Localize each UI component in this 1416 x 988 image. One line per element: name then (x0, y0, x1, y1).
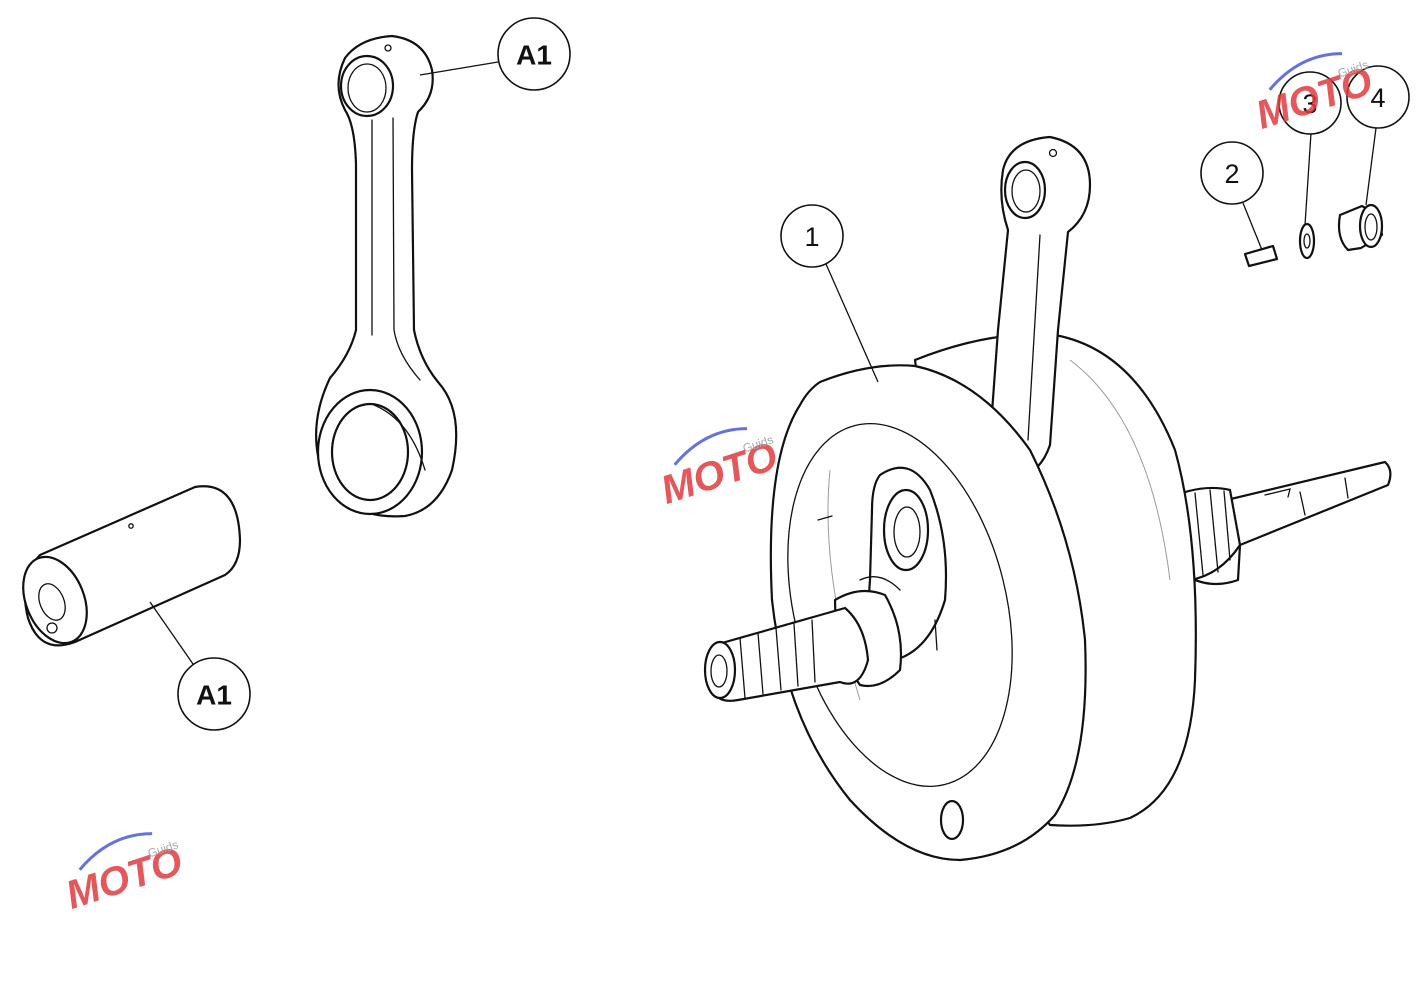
callout-a1-pin: A1 (177, 657, 251, 731)
callout-label: 4 (1370, 83, 1385, 113)
callout-part-1: 1 (780, 204, 844, 268)
callout-label: 2 (1224, 159, 1239, 189)
woodruff-key (1243, 244, 1279, 268)
leader-lines (149, 61, 1377, 665)
callout-label: A1 (196, 680, 232, 711)
left-spline (703, 619, 816, 700)
callout-part-4: 4 (1346, 65, 1410, 129)
crank-pin (22, 485, 242, 647)
callout-label: 1 (804, 222, 819, 252)
callout-a1-rod: A1 (497, 17, 571, 91)
connecting-rod (315, 34, 458, 518)
watermark-logo: MOTO Guids (656, 427, 783, 513)
callout-part-3: 3 (1278, 71, 1342, 135)
callout-part-2: 2 (1200, 141, 1264, 205)
watermark-logo: MOTO Guids (61, 832, 188, 918)
washer (1298, 222, 1316, 260)
crankshaft-assembly (703, 135, 1392, 862)
callout-label: 3 (1302, 89, 1317, 119)
nut (1337, 203, 1384, 252)
callout-label: A1 (516, 40, 552, 71)
